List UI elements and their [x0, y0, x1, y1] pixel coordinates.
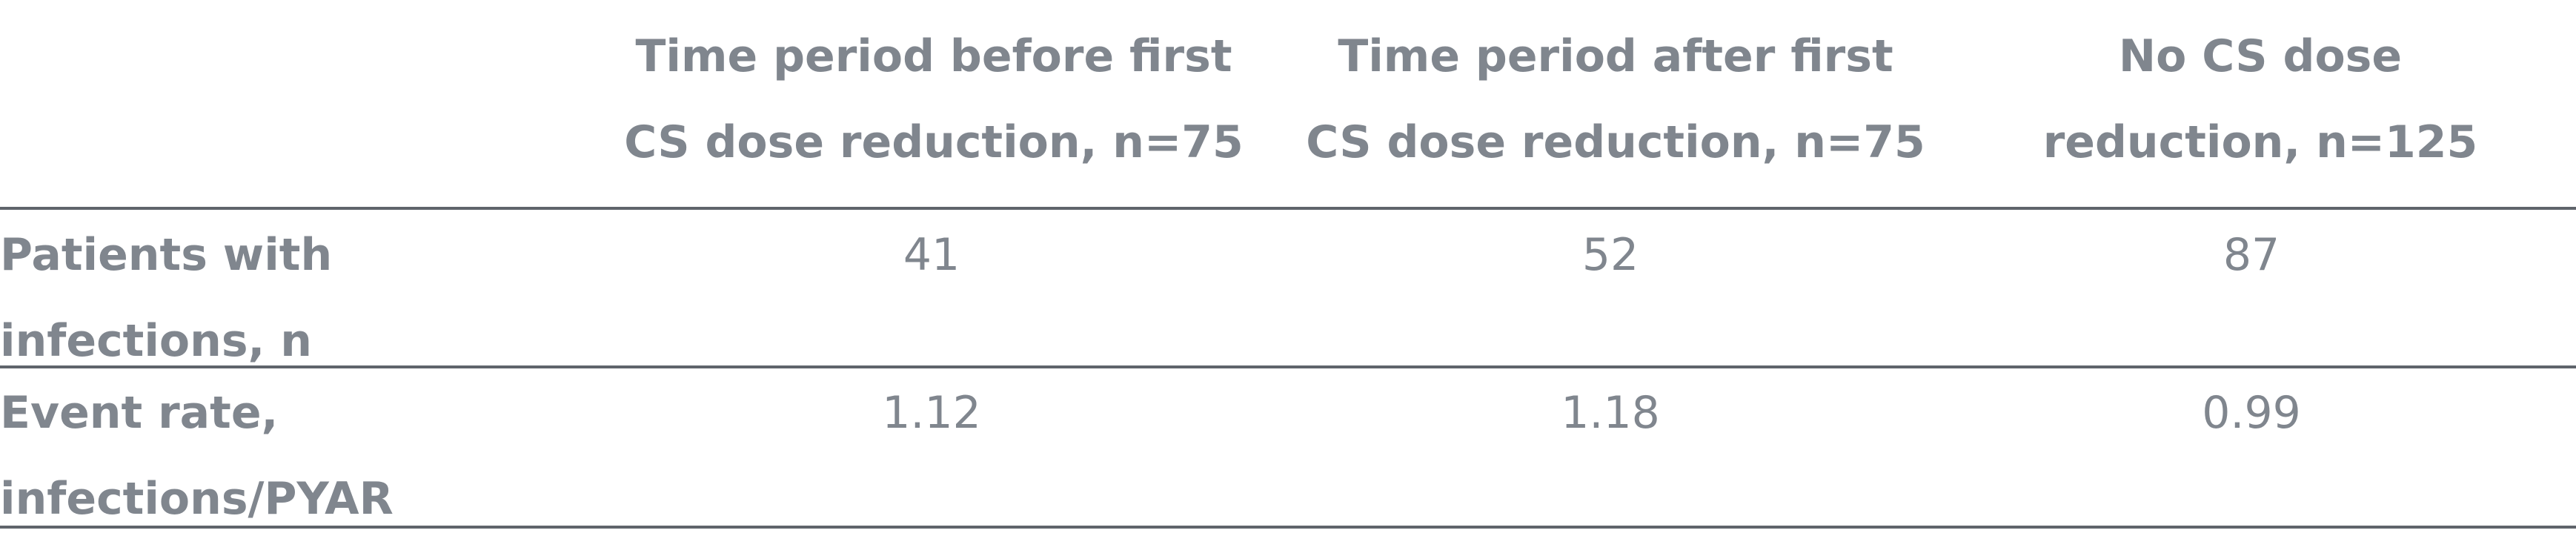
table-cell: 87 — [2223, 229, 2280, 281]
row-label-line: infections/PYAR — [0, 473, 394, 525]
column-header-line: reduction, n=125 — [2042, 116, 2478, 168]
row-label-line: infections, n — [0, 315, 312, 367]
row-label-patients-with-infections: Patients with infections, n — [0, 212, 332, 384]
column-header-line: Time period after first — [1338, 30, 1893, 82]
row-divider — [0, 365, 2576, 368]
table-cell: 1.18 — [1561, 387, 1660, 439]
header-divider — [0, 207, 2576, 210]
column-header-no-reduction: No CS dose reduction, n=125 — [1927, 13, 2576, 185]
table-cell: 0.99 — [2202, 387, 2301, 439]
table-cell: 1.12 — [882, 387, 981, 439]
table-cell: 41 — [903, 229, 960, 281]
row-label-event-rate: Event rate, infections/PYAR — [0, 370, 394, 542]
column-header-before-reduction: Time period before first CS dose reducti… — [600, 13, 1267, 185]
column-header-line: CS dose reduction, n=75 — [1306, 116, 1925, 168]
column-header-line: No CS dose — [2118, 30, 2403, 82]
column-header-line: Time period before first — [635, 30, 1232, 82]
column-header-line: CS dose reduction, n=75 — [624, 116, 1244, 168]
table-bottom-rule — [0, 526, 2576, 529]
row-label-line: Event rate, — [0, 387, 279, 439]
row-label-line: Patients with — [0, 229, 333, 281]
column-header-after-reduction: Time period after first CS dose reductio… — [1275, 13, 1956, 185]
table-cell: 52 — [1581, 229, 1639, 281]
